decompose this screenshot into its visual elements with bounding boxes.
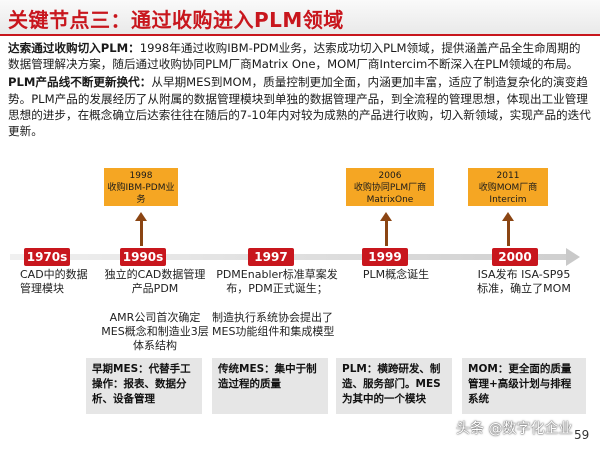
acquisition-arrow-shaft xyxy=(385,220,388,246)
intro-paragraph-1: 达索通过收购切入PLM：1998年通过收购IBM-PDM业务，达索成功切入PLM… xyxy=(8,40,592,72)
event-1999: PLM概念诞生 xyxy=(362,268,430,281)
acquisition-year: 2006 xyxy=(378,171,402,181)
event-1997-mesa: 制造执行系统协会提出了MES功能组件和集成模型 xyxy=(212,311,335,338)
acquisition-year: 1998 xyxy=(129,171,153,181)
acquisition-label: 收购IBM-PDM业务 xyxy=(107,183,175,205)
intro-p1-heading: 达索通过收购切入PLM： xyxy=(8,41,140,55)
summary-box-mom: MOM：更全面的质量管理+高级计划与排程系统 xyxy=(462,358,586,414)
intro-text: 达索通过收购切入PLM：1998年通过收购IBM-PDM业务，达索成功切入PLM… xyxy=(8,40,592,141)
summary-box-early-mes: 早期MES：代替手工操作：报表、数据分析、设备管理 xyxy=(86,358,202,414)
summary-box-plm: PLM：横跨研发、制造、服务部门。MES为其中的一个模块 xyxy=(336,358,452,414)
page-title: 关键节点三：通过收购进入PLM领域 xyxy=(8,8,344,32)
event-2000: ISA发布 ISA-SP95标准，确立了MOM xyxy=(477,268,571,295)
event-1990s-amr: AMR公司首次确定MES概念和制造业3层体系结构 xyxy=(101,311,209,352)
event-1997-pdmenabler: PDMEnabler标准草案发布，PDM正式诞生； xyxy=(216,268,338,295)
intro-p2-heading: PLM产品线不断更新换代： xyxy=(8,75,152,90)
acquisition-label: 收购协同PLM厂商MatrixOne xyxy=(353,183,427,205)
event-1970s: CAD中的数据管理模块 xyxy=(20,268,88,295)
year-1970s: 1970s xyxy=(24,248,70,266)
acquisition-arrow-icon xyxy=(380,212,392,221)
acquisition-arrow-icon xyxy=(135,212,147,221)
acquisition-label: 收购MOM厂商Intercim xyxy=(478,183,538,205)
acquisition-arrow-shaft xyxy=(140,220,143,246)
acquisition-box-2006: 2006 收购协同PLM厂商MatrixOne xyxy=(346,168,434,206)
year-1999: 1999 xyxy=(362,248,408,266)
intro-p1-body: 1998年通过收购IBM-PDM业务，达索成功切入PLM领域，提供涵盖产品全生命… xyxy=(8,41,581,72)
acquisition-arrow-shaft xyxy=(507,220,510,246)
acquisition-year: 2011 xyxy=(496,171,520,181)
intro-p2-body: 从早期MES到MOM，质量控制更加全面，内涵更加丰富，适应了制造复杂化的演变趋势… xyxy=(8,75,591,139)
event-1990s-pdm: 独立的CAD数据管理产品PDM xyxy=(104,268,206,295)
acquisition-box-2011: 2011 收购MOM厂商Intercim xyxy=(468,168,548,206)
acquisition-arrow-icon xyxy=(502,212,514,221)
page-number: 59 xyxy=(574,428,590,442)
watermark: 头条 @数字化企业 xyxy=(456,421,573,437)
timeline-arrow-icon xyxy=(566,248,580,266)
year-1997: 1997 xyxy=(248,248,294,266)
acquisition-box-1998: 1998 收购IBM-PDM业务 xyxy=(104,168,178,206)
year-2000: 2000 xyxy=(492,248,538,266)
year-1990s: 1990s xyxy=(120,248,166,266)
intro-paragraph-2: PLM产品线不断更新换代：从早期MES到MOM，质量控制更加全面，内涵更加丰富，… xyxy=(8,74,592,139)
title-bar: 关键节点三：通过收购进入PLM领域 xyxy=(0,0,600,36)
summary-box-traditional-mes: 传统MES：集中于制造过程的质量 xyxy=(212,358,328,414)
